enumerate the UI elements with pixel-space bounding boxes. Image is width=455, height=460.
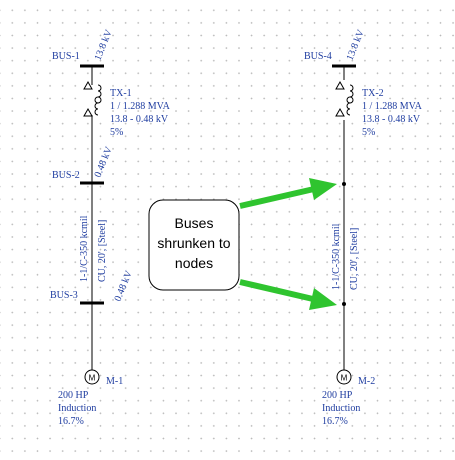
tx-2-name: TX-2 xyxy=(362,88,384,99)
callout-box xyxy=(148,199,240,291)
bus-2-voltage: 0.48 kV xyxy=(93,144,116,179)
bus-3-name: BUS-3 xyxy=(50,290,78,301)
cable-1-detail: CU, 20', [Steel] xyxy=(97,220,108,282)
motor-2-symbol[interactable]: M xyxy=(336,369,352,385)
callout-line-2: shrunken to xyxy=(157,235,230,251)
tx-1-voltage: 13.8 - 0.48 kV xyxy=(110,114,169,125)
motor-1-power: 200 HP xyxy=(58,390,89,401)
motor-1-name: M-1 xyxy=(106,376,123,387)
tx-1-impedance: 5% xyxy=(110,127,123,138)
bus-2-name: BUS-2 xyxy=(52,170,80,181)
motor-2-symbol-letter: M xyxy=(341,374,348,383)
tx-2-impedance: 5% xyxy=(362,127,375,138)
cable-2-detail: CU, 20', [Steel] xyxy=(349,228,360,290)
tx-1-symbol[interactable] xyxy=(82,80,108,120)
callout: Buses shrunken to nodes xyxy=(148,199,240,291)
cable-2-spec: 1-1/C-350 kcmil xyxy=(331,223,342,290)
motor-1-symbol[interactable]: M xyxy=(84,369,100,385)
tx-1-name: TX-1 xyxy=(110,88,132,99)
callout-line-3: nodes xyxy=(175,255,213,271)
motor-2-type: Induction xyxy=(322,403,360,414)
bus-node-top[interactable] xyxy=(342,182,346,186)
cable-1-spec: 1-1/C-350 kcmil xyxy=(79,215,90,282)
bus-3-voltage: 0.48 kV xyxy=(113,268,136,303)
tx-2-voltage: 13.8 - 0.48 kV xyxy=(362,114,421,125)
bus-1-name: BUS-1 xyxy=(52,51,80,62)
arrow-to-bottom-node xyxy=(239,279,337,310)
tx-2-rating: 1 / 1.288 MVA xyxy=(362,101,423,112)
motor-1-loading: 16.7% xyxy=(58,416,84,427)
bus-1-voltage: 13.8 kV xyxy=(93,27,116,62)
bus-node-bottom[interactable] xyxy=(342,302,346,306)
arrow-to-top-node xyxy=(239,178,337,209)
motor-2-name: M-2 xyxy=(358,376,375,387)
motor-1-symbol-letter: M xyxy=(89,374,96,383)
tx-2-symbol[interactable] xyxy=(334,80,360,120)
bus-4-name: BUS-4 xyxy=(304,51,332,62)
motor-1-type: Induction xyxy=(58,403,96,414)
callout-line-1: Buses xyxy=(175,215,214,231)
bus-4-voltage: 13.8 kV xyxy=(345,27,368,62)
motor-2-loading: 16.7% xyxy=(322,416,348,427)
right-branch: BUS-4 13.8 kV TX-2 1 / 1.288 MVA 13.8 - … xyxy=(304,27,423,427)
motor-2-power: 200 HP xyxy=(322,390,353,401)
tx-1-rating: 1 / 1.288 MVA xyxy=(110,101,171,112)
left-branch: BUS-1 13.8 kV TX-1 1 / 1.288 MVA 13.8 - … xyxy=(50,27,171,427)
